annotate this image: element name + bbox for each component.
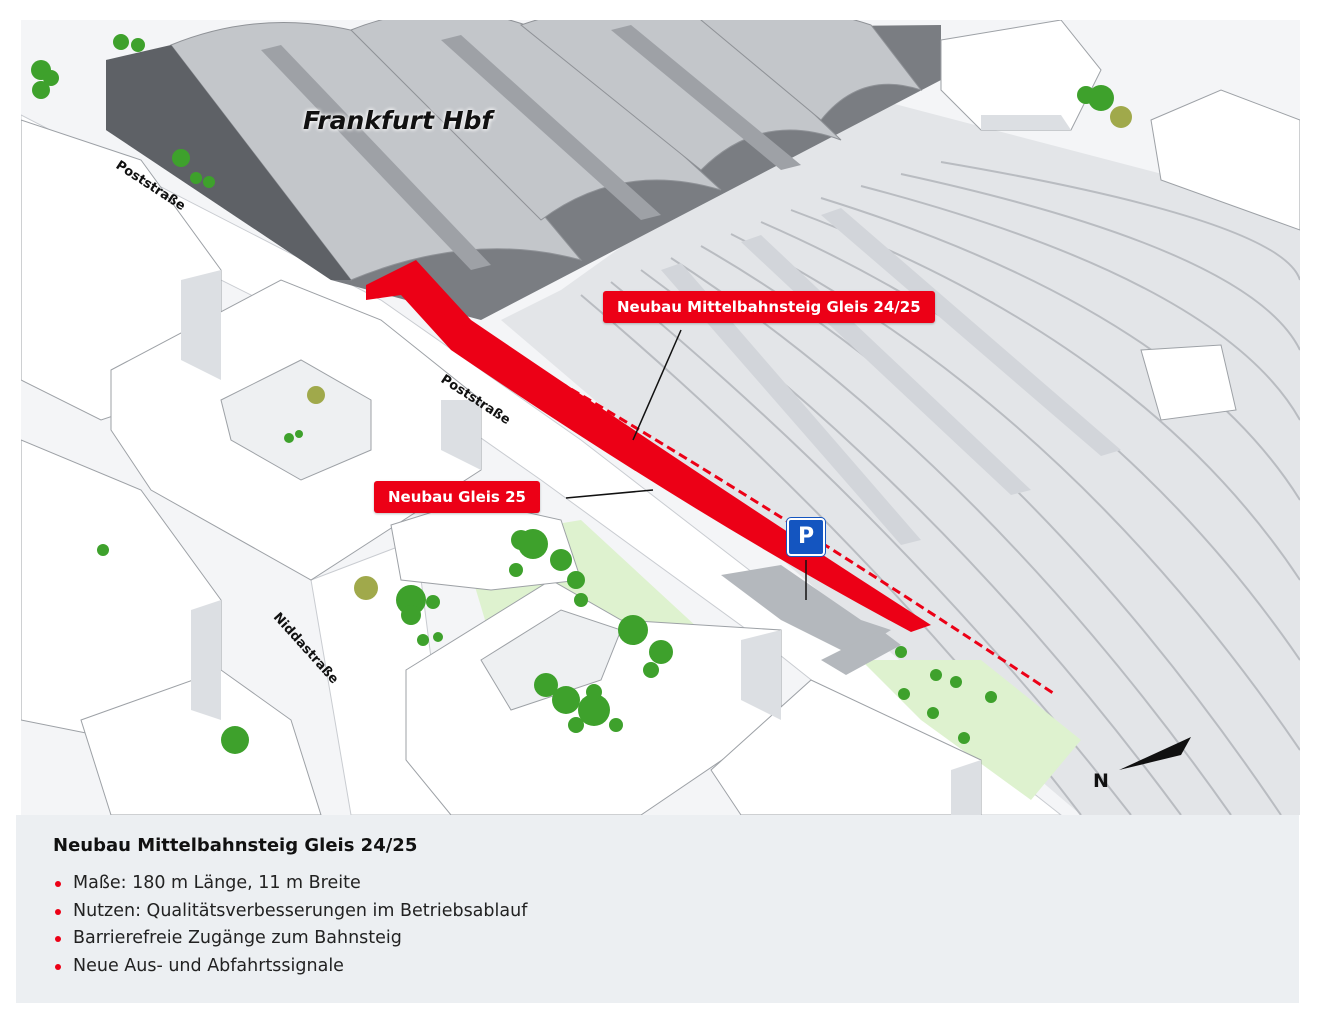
- info-list: Maße: 180 m Länge, 11 m Breite Nutzen: Q…: [53, 870, 527, 980]
- info-title: Neubau Mittelbahnsteig Gleis 24/25: [53, 835, 418, 856]
- rail-yard: [501, 90, 1300, 815]
- courtyards: [220, 359, 622, 711]
- info-list-item: Barrierefreie Zugänge zum Bahnsteig: [53, 925, 527, 953]
- callout-track-25[interactable]: Neubau Gleis 25: [374, 481, 540, 513]
- info-list-item: Nutzen: Qualitätsverbesserungen im Betri…: [53, 898, 527, 926]
- info-list-item: Neue Aus- und Abfahrtssignale: [53, 953, 527, 981]
- bullet-icon: [55, 908, 61, 915]
- parking-icon[interactable]: P: [787, 518, 825, 556]
- info-item-text: Barrierefreie Zugänge zum Bahnsteig: [73, 928, 402, 948]
- north-label: N: [1093, 770, 1109, 792]
- info-panel: Neubau Mittelbahnsteig Gleis 24/25 Maße:…: [16, 815, 1299, 1003]
- new-track-25: [400, 290, 1057, 697]
- info-list-item: Maße: 180 m Länge, 11 m Breite: [53, 870, 527, 898]
- callout-platform-24-25[interactable]: Neubau Mittelbahnsteig Gleis 24/25: [603, 291, 935, 323]
- trees-olive: [307, 106, 1132, 600]
- bullet-icon: [55, 963, 61, 970]
- info-item-text: Nutzen: Qualitätsverbesserungen im Betri…: [73, 900, 528, 921]
- station-map[interactable]: Frankfurt Hbf Poststraße Poststraße Nidd…: [21, 20, 1300, 815]
- callout-leaders: [565, 329, 807, 600]
- bullet-icon: [55, 881, 61, 887]
- station-name: Frankfurt Hbf: [303, 106, 493, 135]
- info-item-text: Maße: 180 m Länge, 11 m Breite: [73, 873, 361, 893]
- station-hall: [106, 20, 941, 320]
- trees: [31, 34, 1114, 754]
- north-arrow-icon: [1119, 737, 1191, 770]
- building-shadows: [181, 115, 1071, 815]
- parking-lot: [721, 565, 901, 675]
- bullet-icon: [55, 936, 61, 942]
- map-illustration: [21, 20, 1300, 815]
- info-item-text: Neue Aus- und Abfahrtssignale: [73, 955, 344, 976]
